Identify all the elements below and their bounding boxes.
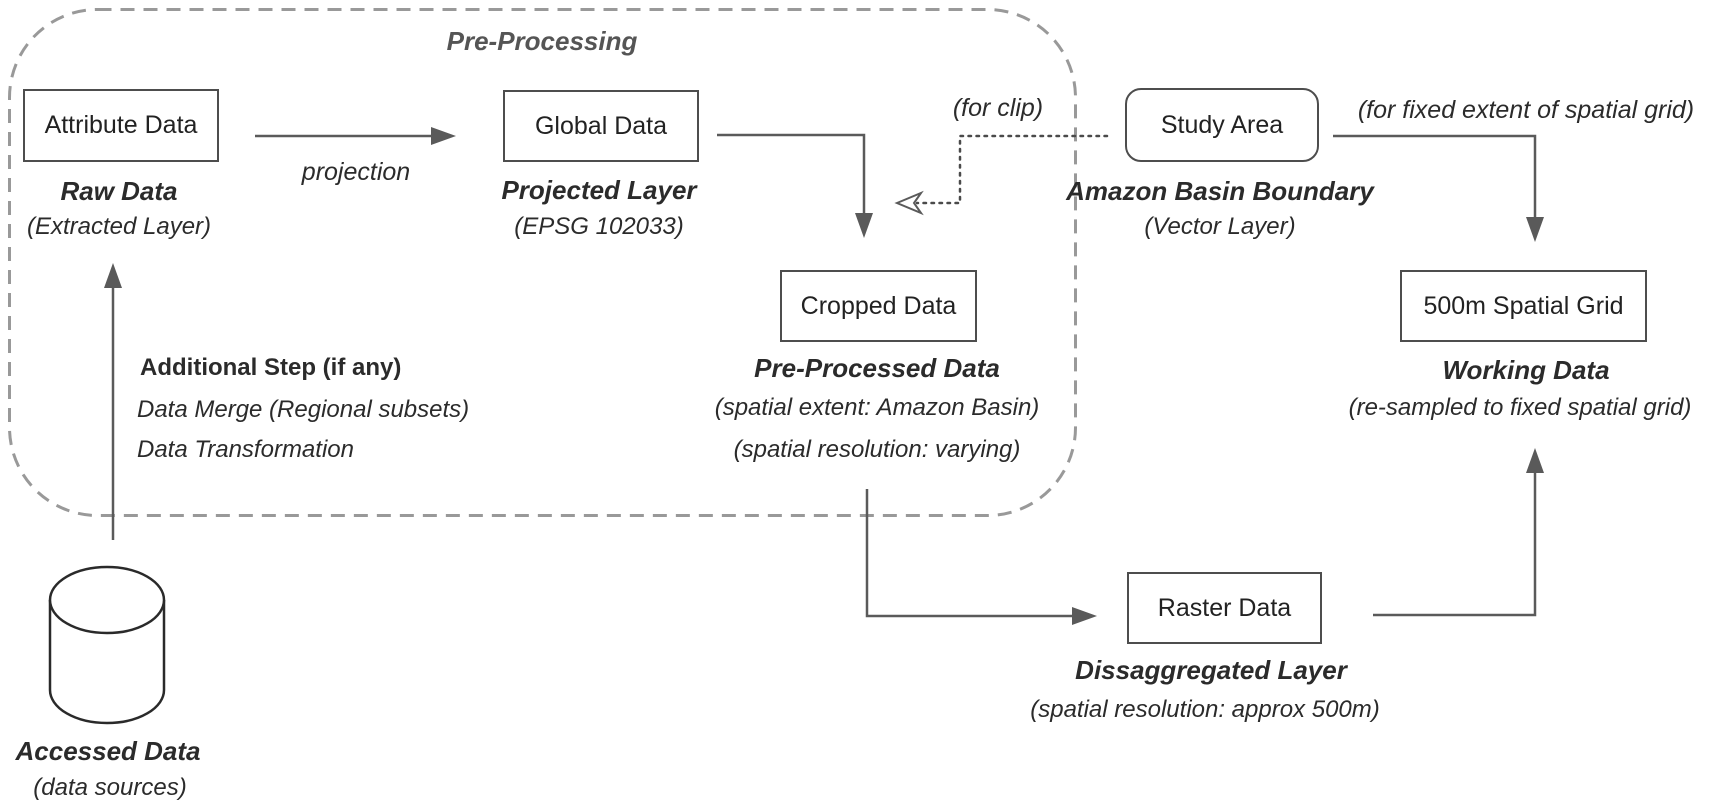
raster-data-box: Raster Data [1127, 572, 1322, 644]
extracted-layer-label: (Extracted Layer) [26, 213, 212, 240]
epsg-label: (EPSG 102033) [514, 213, 684, 240]
data-merge-label: Data Merge (Regional subsets) [137, 396, 470, 423]
raw-data-label: Raw Data [60, 176, 178, 206]
dissaggregated-layer-label: Dissaggregated Layer [1075, 655, 1347, 685]
database-cylinder-icon [48, 565, 166, 725]
spatial-resolution-500m-label: (spatial resolution: approx 500m) [1030, 696, 1380, 723]
for-fixed-extent-label: (for fixed extent of spatial grid) [1357, 96, 1695, 124]
pre-processing-title: Pre-Processing [446, 26, 638, 56]
pre-processed-data-label: Pre-Processed Data [754, 353, 1000, 383]
for-clip-label: (for clip) [952, 94, 1044, 122]
pre-processing-dashed-border [8, 8, 1077, 517]
accessed-data-label: Accessed Data [15, 736, 201, 766]
spatial-resolution-varying-label: (spatial resolution: varying) [733, 436, 1021, 463]
vector-layer-label: (Vector Layer) [1144, 213, 1296, 240]
spatial-grid-box: 500m Spatial Grid [1400, 270, 1647, 342]
working-data-label: Working Data [1442, 355, 1610, 385]
additional-step-label: Additional Step (if any) [140, 354, 402, 381]
arrow-cropped-to-raster [865, 489, 1097, 625]
dotted-clip-arrow [894, 134, 1109, 216]
arrow-global-to-cropped [717, 133, 873, 238]
data-sources-label: (data sources) [33, 774, 187, 801]
arrow-raster-to-grid [1373, 448, 1544, 617]
amazon-basin-boundary-label: Amazon Basin Boundary [1066, 176, 1374, 206]
attribute-data-box: Attribute Data [23, 89, 219, 162]
arrow-projection [255, 127, 456, 145]
resampled-label: (re-sampled to fixed spatial grid) [1348, 394, 1692, 421]
spatial-extent-label: (spatial extent: Amazon Basin) [714, 394, 1040, 421]
global-data-box: Global Data [503, 90, 699, 162]
projected-layer-label: Projected Layer [501, 175, 697, 205]
arrow-study-to-grid [1333, 134, 1544, 242]
cropped-data-box: Cropped Data [780, 270, 977, 342]
projection-label: projection [301, 158, 411, 186]
study-area-box: Study Area [1125, 88, 1319, 162]
data-transformation-label: Data Transformation [137, 436, 354, 463]
arrow-accessed-to-raw [104, 263, 122, 540]
